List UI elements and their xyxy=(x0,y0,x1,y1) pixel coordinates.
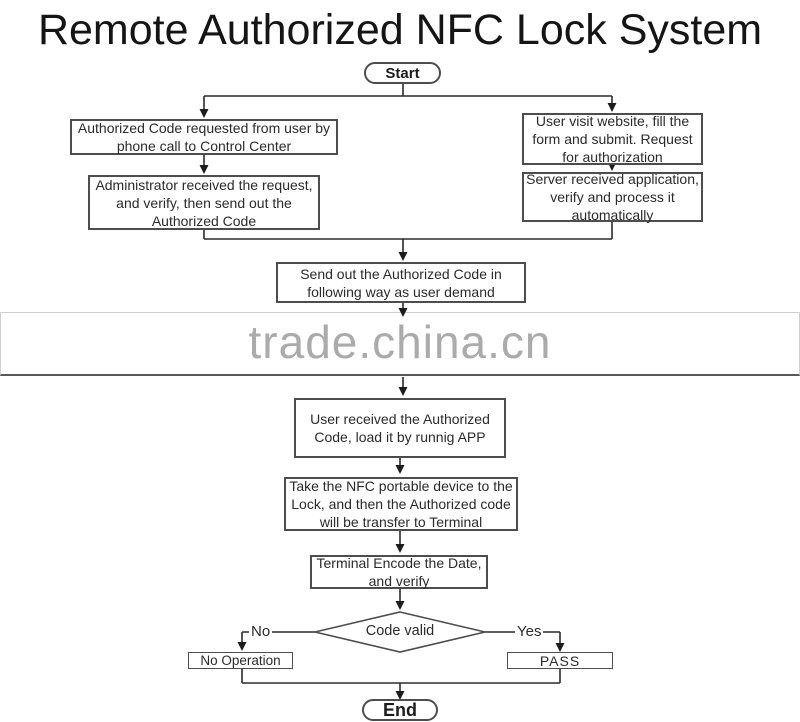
arrowhead xyxy=(607,103,617,112)
arrowheads xyxy=(199,103,617,700)
edge-label-yes: Yes xyxy=(515,623,544,640)
decision-diamond-shape xyxy=(314,611,486,653)
node-terminal-encode: Terminal Encode the Date, and verify xyxy=(310,555,488,589)
node-web-request: User visit website, fill the form and su… xyxy=(522,113,703,165)
decision-label: Code valid xyxy=(365,623,435,639)
page-title: Remote Authorized NFC Lock System xyxy=(37,6,763,54)
node-user-received: User received the Authorized Code, load … xyxy=(294,398,506,458)
arrowhead xyxy=(199,165,209,174)
node-pass: PASS xyxy=(507,652,613,669)
arrowhead xyxy=(398,308,408,317)
node-send-out: Send out the Authorized Code in followin… xyxy=(276,262,526,303)
arrowhead xyxy=(398,387,408,396)
node-server-received: Server received application, verify and … xyxy=(522,171,703,223)
arrowhead xyxy=(398,252,408,261)
node-no-operation: No Operation xyxy=(188,652,293,669)
node-take-nfc: Take the NFC portable device to the Lock… xyxy=(284,477,518,531)
arrowhead xyxy=(199,109,209,118)
arrowhead xyxy=(395,544,405,553)
watermark-band: trade.china.cn xyxy=(0,312,800,376)
arrowhead xyxy=(237,642,247,651)
connector-lines xyxy=(203,84,613,692)
arrowhead xyxy=(395,601,405,610)
watermark-text: trade.china.cn xyxy=(248,315,552,368)
arrowhead xyxy=(395,465,405,474)
arrowhead xyxy=(555,643,565,652)
end-terminator: End xyxy=(362,699,438,721)
node-admin-received: Administrator received the request, and … xyxy=(88,175,320,230)
node-phone-request: Authorized Code requested from user by p… xyxy=(70,119,338,155)
arrowhead xyxy=(395,691,405,700)
start-terminator: Start xyxy=(364,62,441,84)
edge-label-no: No xyxy=(249,623,273,640)
